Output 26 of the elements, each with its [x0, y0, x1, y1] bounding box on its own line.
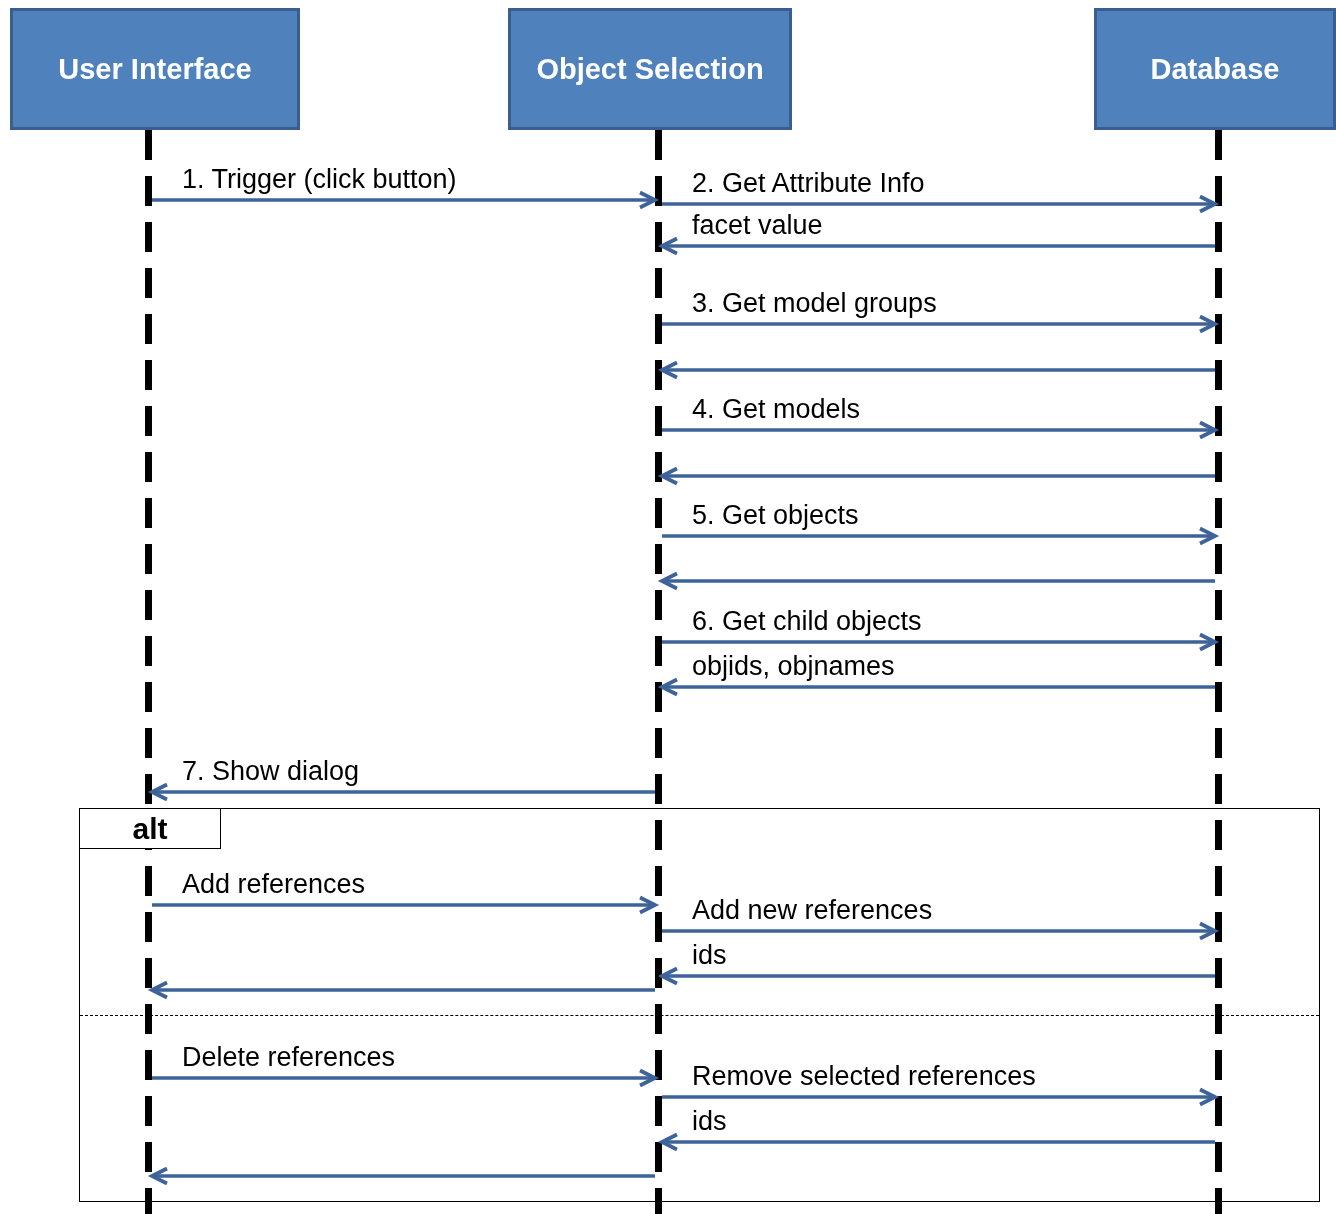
lifeline-header: Database	[1094, 8, 1336, 130]
fragment-tab: alt	[79, 808, 221, 849]
message-arrow	[660, 966, 1215, 986]
message-arrow	[662, 526, 1217, 546]
message-arrow	[152, 1068, 657, 1088]
lifeline	[1215, 130, 1222, 1214]
lifeline	[655, 130, 662, 1214]
message-arrow	[660, 236, 1215, 256]
message-arrow	[660, 466, 1215, 486]
message-arrow	[152, 895, 657, 915]
message-arrow	[662, 632, 1217, 652]
message-arrow	[662, 921, 1217, 941]
message-arrow	[150, 782, 655, 802]
message-arrow	[662, 314, 1217, 334]
message-arrow	[662, 194, 1217, 214]
message-arrow	[152, 190, 657, 210]
message-arrow	[150, 980, 655, 1000]
message-arrow	[660, 677, 1215, 697]
message-arrow	[660, 1132, 1215, 1152]
lifeline-header: Object Selection	[508, 8, 792, 130]
message-arrow	[662, 1087, 1217, 1107]
message-arrow	[150, 1166, 655, 1186]
lifeline-header: User Interface	[10, 8, 300, 130]
message-arrow	[662, 420, 1217, 440]
message-arrow	[660, 360, 1215, 380]
message-arrow	[660, 571, 1215, 591]
